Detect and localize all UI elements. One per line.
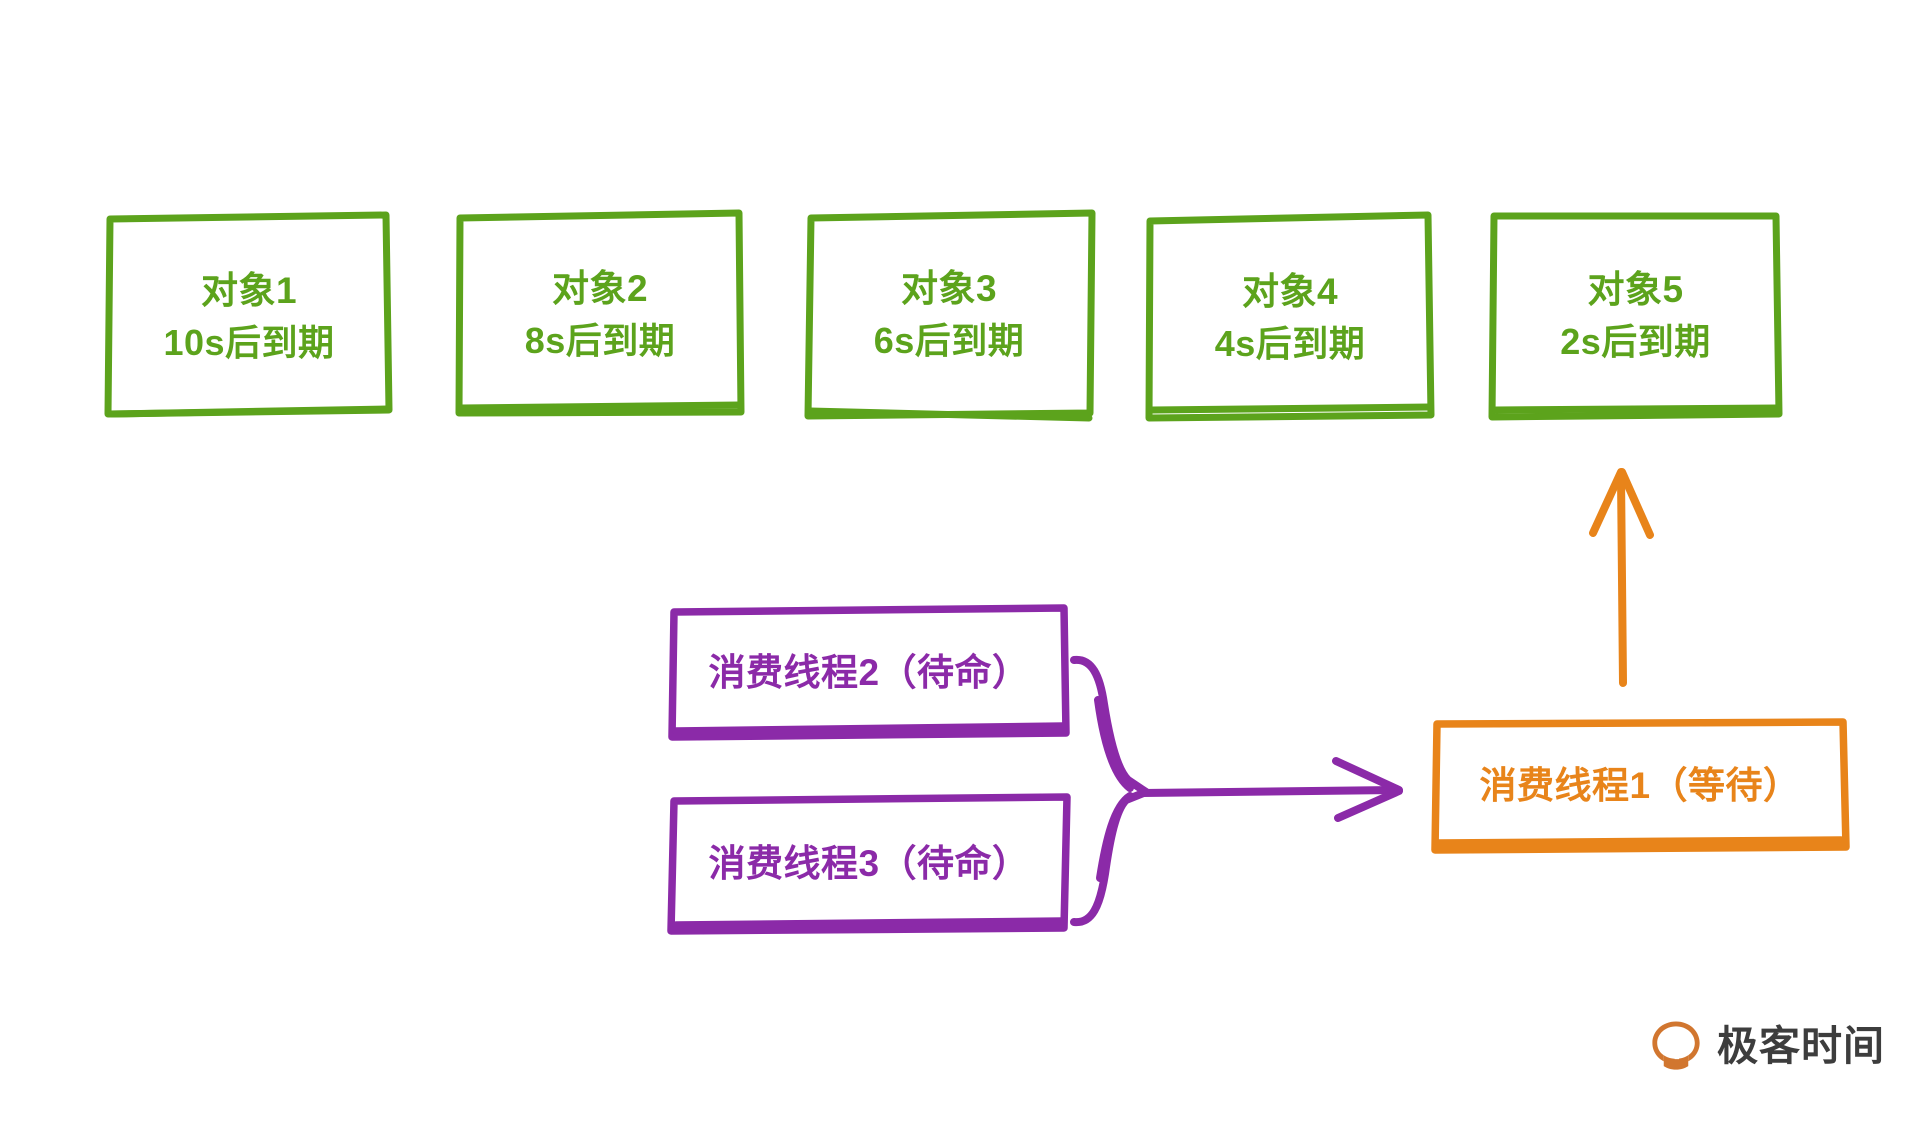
- active-thread-box[interactable]: [1431, 718, 1850, 854]
- standby-thread-box-3[interactable]: [667, 793, 1071, 935]
- active-to-object5-arrow: [1589, 468, 1654, 687]
- object-box-4[interactable]: [1145, 211, 1435, 422]
- object-box-2[interactable]: [455, 209, 745, 417]
- logo-glyph: [1669, 1033, 1680, 1060]
- object-boxes-group: [104, 209, 1783, 422]
- geektime-logo-icon: [1652, 1021, 1700, 1070]
- object-box-5[interactable]: [1488, 212, 1783, 421]
- standby-to-active-arrow: [1139, 757, 1403, 822]
- standby-thread-box-2[interactable]: [668, 604, 1070, 741]
- standby-thread-boxes-group: [667, 604, 1071, 935]
- brand-name: 极客时间: [1717, 1022, 1885, 1069]
- brand-watermark: 极客时间: [1648, 1018, 1885, 1074]
- logo-base: [1663, 1055, 1689, 1070]
- grouping-brace: [1070, 655, 1150, 927]
- object-box-3[interactable]: [804, 209, 1096, 422]
- object-box-1[interactable]: [104, 211, 393, 418]
